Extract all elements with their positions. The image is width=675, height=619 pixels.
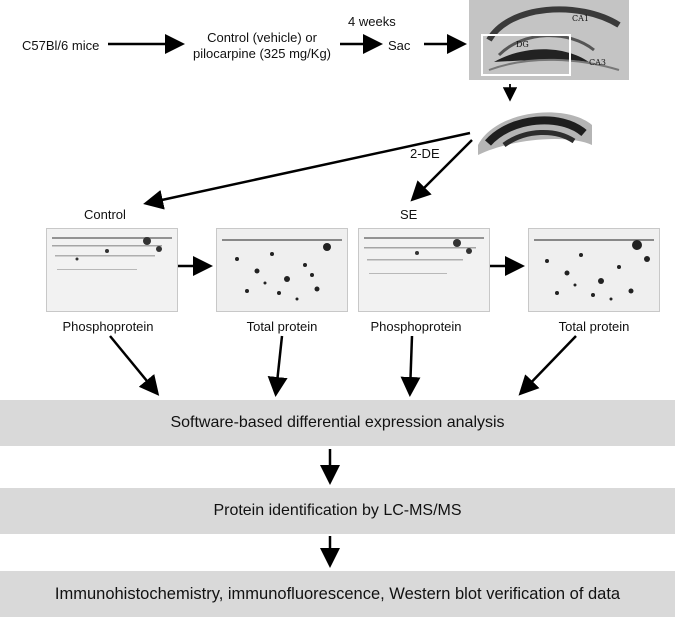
dentate-gyrus-image <box>476 105 594 157</box>
step-1-text: Software-based differential expression a… <box>170 414 505 431</box>
treatment-label-line2: pilocarpine (325 mg/Kg) <box>192 46 332 61</box>
gel-label-control-phospho: Phosphoprotein <box>62 319 154 334</box>
gel-label-se-total: Total protein <box>558 319 630 334</box>
hippocampus-section-image: CA1 DG CA3 <box>469 0 629 80</box>
duration-label: 4 weeks <box>348 14 396 29</box>
arrow-dg-to-control <box>143 131 471 210</box>
arrow-gel3-to-analysis <box>400 335 421 397</box>
treatment-label-line1: Control (vehicle) or <box>207 30 317 45</box>
gel-control-phosphoprotein <box>46 228 178 312</box>
mice-label: C57Bl/6 mice <box>22 38 100 53</box>
step-3-text: Immunohistochemistry, immunofluorescence… <box>54 584 621 603</box>
gel-control-total-protein <box>216 228 348 312</box>
gel-label-se-phospho: Phosphoprotein <box>370 319 462 334</box>
step-differential-analysis: Software-based differential expression a… <box>0 400 675 446</box>
gel-se-phosphoprotein <box>358 228 490 312</box>
step-2-text: Protein identification by LC-MS/MS <box>213 502 462 519</box>
arrow-dg-to-se <box>410 139 473 202</box>
se-group-label: SE <box>400 207 418 222</box>
step-verification: Immunohistochemistry, immunofluorescence… <box>0 571 675 617</box>
arrow-gel2-to-analysis <box>267 335 288 397</box>
step-protein-identification: Protein identification by LC-MS/MS <box>0 488 675 534</box>
dg-label: DG <box>516 40 529 49</box>
dg-selection-box <box>481 34 571 76</box>
gel-label-control-total: Total protein <box>246 319 318 334</box>
gel-se-total-protein <box>528 228 660 312</box>
sac-label: Sac <box>388 38 411 53</box>
arrow-gel1-to-analysis <box>109 335 160 396</box>
ca3-label: CA3 <box>589 58 606 67</box>
ca1-label: CA1 <box>572 14 589 23</box>
method-label: 2-DE <box>410 146 440 161</box>
control-group-label: Control <box>84 207 126 222</box>
arrow-gel4-to-analysis <box>518 335 577 396</box>
